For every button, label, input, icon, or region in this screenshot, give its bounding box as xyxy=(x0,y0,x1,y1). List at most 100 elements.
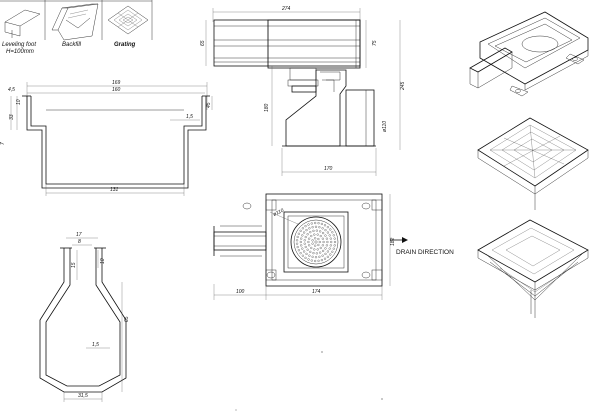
drain-hole xyxy=(307,240,310,244)
drain-hole xyxy=(313,248,316,251)
drain-hole xyxy=(317,222,320,225)
drain-hole xyxy=(307,223,310,226)
dim-plan-h: 182 xyxy=(390,237,396,246)
channel-profile-drawing: 169 160 4,5 10 33 7 45 1,5 131 xyxy=(0,80,213,196)
plan-view-drawing: ø110 182 100 174 xyxy=(213,193,396,300)
drain-hole xyxy=(326,250,329,253)
drain-hole xyxy=(318,226,321,229)
drain-hole xyxy=(324,252,327,255)
drain-hole xyxy=(331,250,334,253)
drain-hole xyxy=(329,237,332,240)
drain-hole-pattern xyxy=(296,221,337,263)
dim-sec-h1: 15 xyxy=(71,262,77,268)
drain-hole xyxy=(303,231,306,234)
drain-hole xyxy=(303,250,306,253)
dim-base-width: 170 xyxy=(324,166,333,172)
dim-overall-h: 245 xyxy=(400,81,406,91)
drain-hole xyxy=(321,244,324,247)
drain-hole xyxy=(322,249,325,252)
caption-leveling-height: H=100mm xyxy=(6,49,34,55)
drain-hole xyxy=(305,252,308,255)
dim-top-height: 65 xyxy=(200,40,206,46)
drain-hole xyxy=(319,234,322,238)
drain-hole xyxy=(316,248,319,251)
drain-hole xyxy=(314,225,318,228)
dim-sec-h3: 65 xyxy=(124,316,130,322)
drain-hole xyxy=(313,233,316,236)
dim-profile-total: 169 xyxy=(112,80,121,86)
drain-direction-indicator: DRAIN DIRECTION xyxy=(390,237,454,256)
drain-hole xyxy=(324,247,327,250)
drain-hole xyxy=(314,240,318,244)
drain-hole xyxy=(323,224,327,227)
drain-hole xyxy=(306,248,309,251)
trench-drain-icon xyxy=(51,3,99,41)
drain-hole xyxy=(317,237,320,241)
drain-hole xyxy=(325,244,328,247)
drain-hole xyxy=(304,235,307,239)
caption-leveling-foot: Leveling foot xyxy=(2,42,36,48)
isometric-grating xyxy=(477,117,589,210)
drain-hole xyxy=(299,229,302,232)
drain-hole xyxy=(311,239,314,242)
drain-hole xyxy=(320,258,323,262)
dim-plan-d: ø110 xyxy=(272,208,285,218)
drain-hole xyxy=(314,237,317,240)
drain-hole xyxy=(314,256,318,259)
dim-top-right-h: 75 xyxy=(372,40,378,46)
isometric-drain-body xyxy=(469,11,589,97)
dim-sec-inner: 8 xyxy=(78,239,81,245)
drain-hole xyxy=(330,240,333,244)
drain-direction-label: DRAIN DIRECTION xyxy=(396,249,454,256)
drain-hole xyxy=(321,227,324,230)
caption-backfill: Backfill xyxy=(62,42,82,48)
drain-hole xyxy=(296,245,299,249)
drain-hole xyxy=(312,252,315,255)
drain-hole xyxy=(326,226,329,229)
drain-hole xyxy=(321,254,324,257)
dim-plan-left: 100 xyxy=(236,289,245,295)
drain-hole xyxy=(308,244,311,247)
drain-hole xyxy=(301,234,304,237)
drain-hole xyxy=(310,246,313,250)
drain-hole xyxy=(299,240,302,244)
front-elevation-drawing: 274 65 75 245 180 ø110 xyxy=(200,6,406,176)
drain-hole xyxy=(305,229,308,232)
drain-hole xyxy=(314,244,317,247)
dim-profile-inner: 160 xyxy=(112,87,121,93)
dim-profile-lip: 4,5 xyxy=(8,87,15,93)
isometric-grating-underside xyxy=(477,219,589,318)
drain-hole xyxy=(296,242,299,245)
drain-hole xyxy=(297,249,300,252)
drain-hole xyxy=(310,259,313,262)
drain-hole xyxy=(316,233,319,236)
drain-hole xyxy=(300,244,303,247)
drain-hole xyxy=(329,244,332,247)
drain-hole xyxy=(319,251,322,254)
dim-pipe-h: 180 xyxy=(264,103,270,112)
dim-pipe-d: ø110 xyxy=(382,121,388,132)
drain-hole xyxy=(309,231,312,234)
drain-hole xyxy=(315,252,318,255)
drain-hole xyxy=(329,228,332,231)
drain-hole xyxy=(331,231,334,234)
drain-hole xyxy=(329,253,332,256)
thumbnail-strip: Leveling foot H=100mm Backfill Grating xyxy=(0,0,153,55)
drain-hole xyxy=(315,229,318,232)
drain-hole xyxy=(311,242,314,245)
drain-hole xyxy=(314,259,317,263)
drain-hole xyxy=(300,237,303,240)
drain-hole xyxy=(311,255,314,258)
drain-hole xyxy=(326,255,329,258)
drain-hole xyxy=(325,237,328,240)
dim-sec-width: 17 xyxy=(76,232,82,238)
drain-hole xyxy=(301,227,304,230)
drain-hole xyxy=(326,231,329,234)
drain-hole xyxy=(297,232,300,235)
drain-hole xyxy=(303,239,306,242)
drain-hole xyxy=(317,243,320,247)
dim-top-width: 274 xyxy=(281,6,291,12)
dim-profile-thk: 1,5 xyxy=(186,114,193,120)
drain-hole xyxy=(333,244,336,247)
